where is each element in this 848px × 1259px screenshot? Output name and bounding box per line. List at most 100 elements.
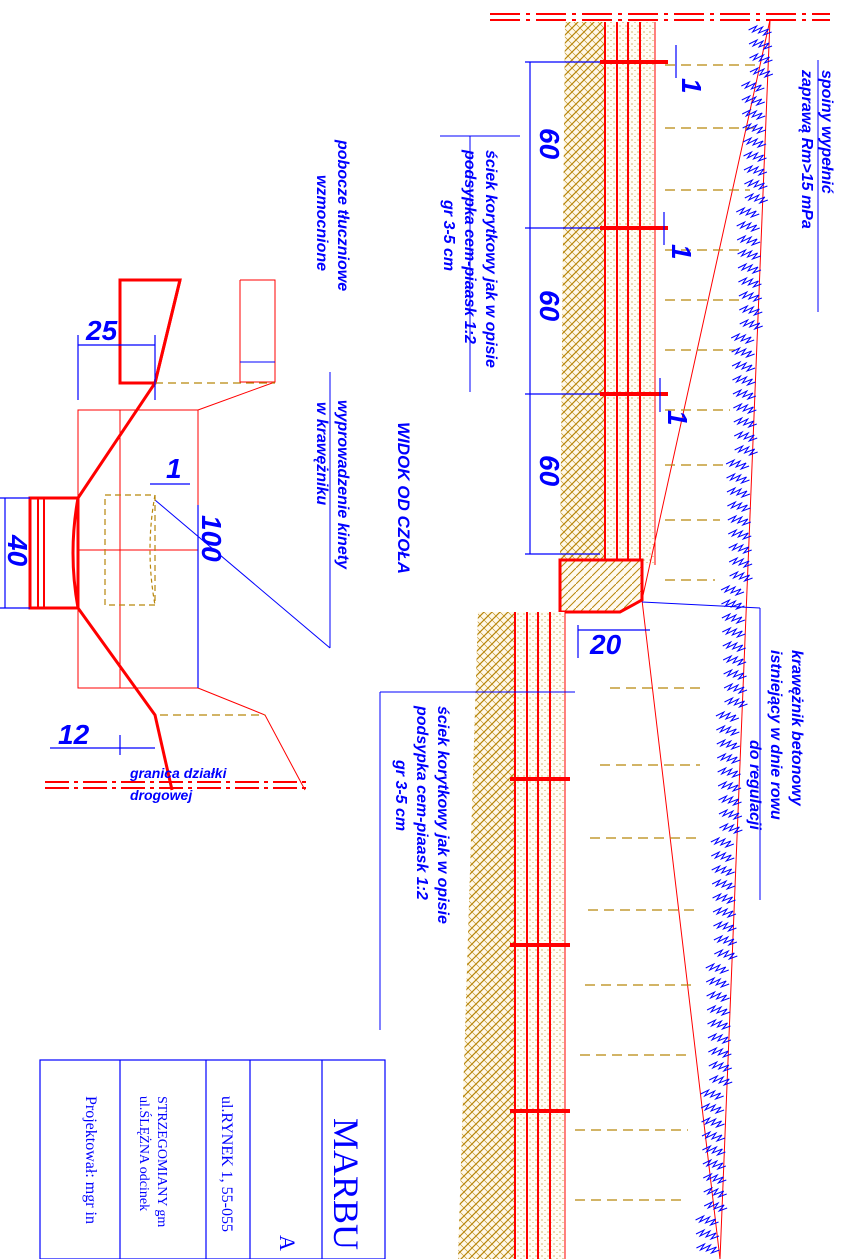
grass-tuft	[729, 570, 753, 583]
grass-tuft	[703, 1186, 727, 1199]
grass-tuft	[736, 234, 761, 247]
annotation-shoulder: pobocze tłuczniowe wzmocnione	[313, 139, 351, 648]
ditch-slope-line	[641, 19, 771, 1259]
title-company-sub: A	[275, 1235, 300, 1251]
grass-tuft	[741, 80, 765, 93]
grass-tuft	[744, 192, 768, 205]
annotation-outlet: wyprowadzenie kinety w krawężniku	[154, 400, 351, 649]
annotation-channel-bottom: ściek korytkowy jak w opisie podsypka ce…	[379, 691, 575, 1030]
bedding-band-lower	[515, 612, 565, 1259]
grass-tuft	[731, 346, 755, 359]
channel-lower	[458, 612, 570, 1259]
curb-line-1: krawężnik betonowy	[788, 650, 805, 807]
annotation-channel-top: ściek korytkowy jak w opisie podsypka ce…	[440, 135, 520, 392]
grass-tuft	[718, 794, 742, 807]
title-project-1: STRZEGOMIANY gm	[154, 1096, 169, 1227]
grass-symbols	[695, 24, 774, 1255]
grass-tuft	[711, 850, 735, 863]
grass-tuft	[738, 276, 762, 289]
joints-line-1: spoiny wypełnić	[818, 70, 835, 194]
title-block: MARBU A ul.RYNEK 1, 55-055 STRZEGOMIANY …	[39, 1059, 386, 1259]
grass-tuft	[743, 164, 768, 177]
grass-tuft	[711, 878, 736, 891]
boundary-line-top	[490, 13, 830, 21]
dim-curb-width: 20	[589, 629, 622, 660]
boundary-label-2: drogowej	[130, 787, 193, 803]
grass-tuft	[707, 1032, 732, 1045]
grass-tuft	[736, 220, 760, 233]
soil-band-lower	[458, 612, 515, 1259]
grass-tuft	[705, 962, 729, 975]
grass-tuft	[720, 584, 745, 597]
grass-tuft	[749, 66, 774, 79]
title-designer: Projektował: mgr in	[82, 1096, 99, 1224]
title-project-2: ul.ŚLĘŻNA odcinek	[136, 1096, 153, 1211]
grass-tuft	[731, 360, 756, 373]
grass-tuft	[724, 696, 748, 709]
grass-tuft	[710, 836, 735, 849]
grass-tuft	[713, 934, 738, 947]
soil-band-upper	[560, 22, 605, 560]
grass-tuft	[738, 290, 763, 303]
grass-tuft	[723, 682, 748, 695]
grass-tuft	[709, 1074, 733, 1087]
grass-tuft	[719, 822, 743, 835]
grass-tuft	[707, 1018, 731, 1031]
grass-tuft	[695, 1214, 719, 1227]
grass-tuft	[732, 374, 756, 387]
outlet-line-1: wyprowadzenie kinety	[334, 400, 351, 570]
grass-tuft	[737, 262, 762, 275]
grass-tuft	[716, 724, 740, 737]
grass-tuft	[733, 402, 757, 415]
grass-tuft	[702, 1144, 726, 1157]
grass-tuft	[721, 598, 745, 611]
grass-tuft	[736, 206, 760, 219]
grass-tuft	[737, 248, 761, 261]
grass-tuft	[726, 472, 750, 485]
grass-tuft	[749, 52, 773, 65]
grass-tuft	[733, 416, 757, 429]
boundary-line-bottom	[45, 781, 310, 789]
dim-gap1: 1	[676, 78, 707, 94]
dim-section-1: 1	[166, 453, 182, 484]
grass-tuft	[695, 1228, 720, 1241]
annotation-joints: spoiny wypełnić zaprawą Rm>15 mPa	[798, 60, 835, 312]
grass-tuft	[722, 626, 746, 639]
grass-tuft	[714, 948, 738, 961]
grass-tuft	[728, 556, 753, 569]
concrete-curb	[558, 558, 644, 614]
grass-tuft	[726, 486, 751, 499]
grass-tuft	[721, 612, 746, 625]
grass-tuft	[701, 1116, 725, 1129]
grass-tuft	[741, 108, 766, 121]
grass-tuft	[722, 640, 746, 653]
grass-tuft	[742, 136, 767, 149]
grass-tuft	[712, 892, 736, 905]
view-title: WIDOK OD CZOŁA	[394, 422, 413, 574]
dim-seg3: 60	[534, 455, 565, 487]
shoulder-line-1: pobocze tłuczniowe	[334, 139, 351, 291]
grass-tuft	[715, 710, 740, 723]
grass-tuft	[696, 1242, 720, 1255]
grass-tuft	[730, 332, 755, 345]
grass-tuft	[748, 24, 772, 37]
channel-bottom-line-3: gr 3-5 cm	[392, 759, 409, 831]
title-address: ul.RYNEK 1, 55-055	[218, 1096, 235, 1232]
grass-tuft	[708, 1060, 732, 1073]
grass-tuft	[708, 1046, 732, 1059]
dim-section-40: 40	[2, 534, 33, 567]
grass-tuft	[748, 38, 773, 51]
curb-line-3: do regulacji	[746, 740, 763, 830]
dimension-lines-upper	[525, 45, 677, 658]
grass-tuft	[712, 906, 737, 919]
dim-gap3: 1	[662, 410, 693, 426]
bedding-band-upper	[605, 22, 655, 565]
dim-section-100: 100	[196, 515, 227, 562]
grass-tuft	[723, 668, 747, 681]
joints-line-2: zaprawą Rm>15 mPa	[798, 69, 815, 229]
grass-tuft	[741, 94, 765, 107]
grass-tuft	[706, 990, 730, 1003]
grass-tuft	[732, 388, 757, 401]
cross-section: 25 1 100 40 12	[0, 278, 306, 791]
soil-dashes	[575, 64, 760, 1201]
